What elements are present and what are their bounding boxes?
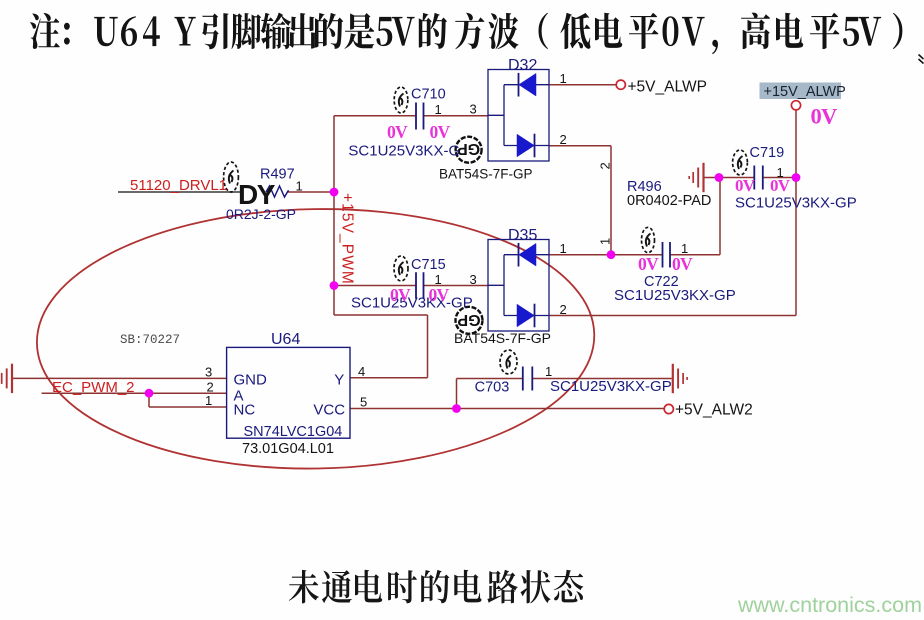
svg-text:3: 3 bbox=[205, 365, 212, 380]
svg-text:0V: 0V bbox=[735, 176, 756, 195]
svg-text:U64: U64 bbox=[271, 331, 300, 348]
svg-text:GND: GND bbox=[234, 372, 268, 389]
svg-text:1: 1 bbox=[681, 241, 688, 256]
svg-text:51120_DRVL1: 51120_DRVL1 bbox=[130, 177, 227, 194]
svg-text:2: 2 bbox=[560, 132, 567, 147]
svg-text:BAT54S-7F-GP: BAT54S-7F-GP bbox=[439, 167, 533, 182]
svg-text:1: 1 bbox=[560, 241, 567, 256]
svg-text:GP: GP bbox=[457, 140, 480, 157]
svg-text:2: 2 bbox=[560, 302, 567, 317]
svg-text:SC1U25V3KX-GP: SC1U25V3KX-GP bbox=[351, 295, 473, 312]
svg-text:SC1U25V3KX-GP: SC1U25V3KX-GP bbox=[550, 378, 672, 395]
svg-text:BAT54S-7F-GP: BAT54S-7F-GP bbox=[454, 330, 551, 346]
svg-text:2: 2 bbox=[598, 162, 613, 169]
svg-text:D32: D32 bbox=[508, 57, 537, 74]
svg-text:0V: 0V bbox=[387, 122, 408, 142]
svg-text:+5V_ALWP: +5V_ALWP bbox=[628, 79, 707, 96]
svg-text:C719: C719 bbox=[750, 145, 785, 161]
svg-text:C710: C710 bbox=[411, 87, 446, 103]
svg-text:4: 4 bbox=[358, 364, 365, 379]
svg-text:0V: 0V bbox=[770, 176, 791, 195]
svg-text:R496: R496 bbox=[627, 179, 662, 195]
svg-text:0V: 0V bbox=[390, 285, 411, 305]
svg-text:C715: C715 bbox=[411, 257, 446, 273]
svg-text:NC: NC bbox=[234, 402, 256, 419]
svg-text:1: 1 bbox=[435, 272, 442, 287]
svg-text:1: 1 bbox=[777, 165, 784, 180]
svg-text:1: 1 bbox=[545, 364, 552, 379]
svg-text:DY: DY bbox=[238, 179, 276, 210]
svg-text:GP: GP bbox=[457, 311, 480, 328]
svg-text:1: 1 bbox=[296, 179, 303, 194]
svg-text:SC1U25V3KX-G: SC1U25V3KX-G bbox=[348, 143, 460, 160]
svg-text:SC1U25V3KX-GP: SC1U25V3KX-GP bbox=[614, 287, 736, 304]
svg-text:R497: R497 bbox=[260, 167, 295, 183]
svg-text:3: 3 bbox=[470, 272, 477, 287]
svg-text:www.cntronics.com: www.cntronics.com bbox=[737, 593, 922, 617]
svg-text:2: 2 bbox=[207, 379, 214, 394]
svg-text:1: 1 bbox=[435, 102, 442, 117]
svg-text:3: 3 bbox=[470, 102, 477, 117]
svg-text:SC1U25V3KX-GP: SC1U25V3KX-GP bbox=[735, 195, 857, 212]
svg-text:C703: C703 bbox=[475, 380, 510, 396]
svg-text:0V: 0V bbox=[672, 254, 693, 274]
svg-text:0R0402-PAD: 0R0402-PAD bbox=[627, 193, 711, 209]
svg-text:A: A bbox=[234, 388, 244, 405]
svg-text:0R2J-2-GP: 0R2J-2-GP bbox=[226, 206, 296, 222]
svg-text:Y: Y bbox=[334, 372, 344, 389]
svg-text:C722: C722 bbox=[644, 274, 679, 290]
svg-text:SN74LVC1G04: SN74LVC1G04 bbox=[244, 424, 343, 440]
svg-text:D35: D35 bbox=[508, 227, 537, 244]
svg-text:+15V_ALWP: +15V_ALWP bbox=[764, 84, 846, 100]
svg-text:0V: 0V bbox=[638, 254, 659, 274]
svg-text:73.01G04.L01: 73.01G04.L01 bbox=[242, 441, 334, 457]
svg-text:+5V_ALW2: +5V_ALW2 bbox=[675, 402, 753, 419]
svg-text:0V: 0V bbox=[430, 122, 451, 142]
svg-text:1: 1 bbox=[598, 238, 613, 245]
svg-text:EC_PWM_2: EC_PWM_2 bbox=[52, 379, 135, 396]
svg-text:1: 1 bbox=[560, 71, 567, 86]
svg-text:SB:70227: SB:70227 bbox=[120, 333, 180, 347]
svg-text:5: 5 bbox=[360, 395, 367, 410]
svg-text:0V: 0V bbox=[429, 285, 450, 305]
svg-text:VCC: VCC bbox=[313, 402, 345, 419]
svg-text:+15V_PWM: +15V_PWM bbox=[339, 193, 356, 285]
svg-text:1: 1 bbox=[205, 393, 212, 408]
svg-text:0V: 0V bbox=[811, 104, 837, 129]
